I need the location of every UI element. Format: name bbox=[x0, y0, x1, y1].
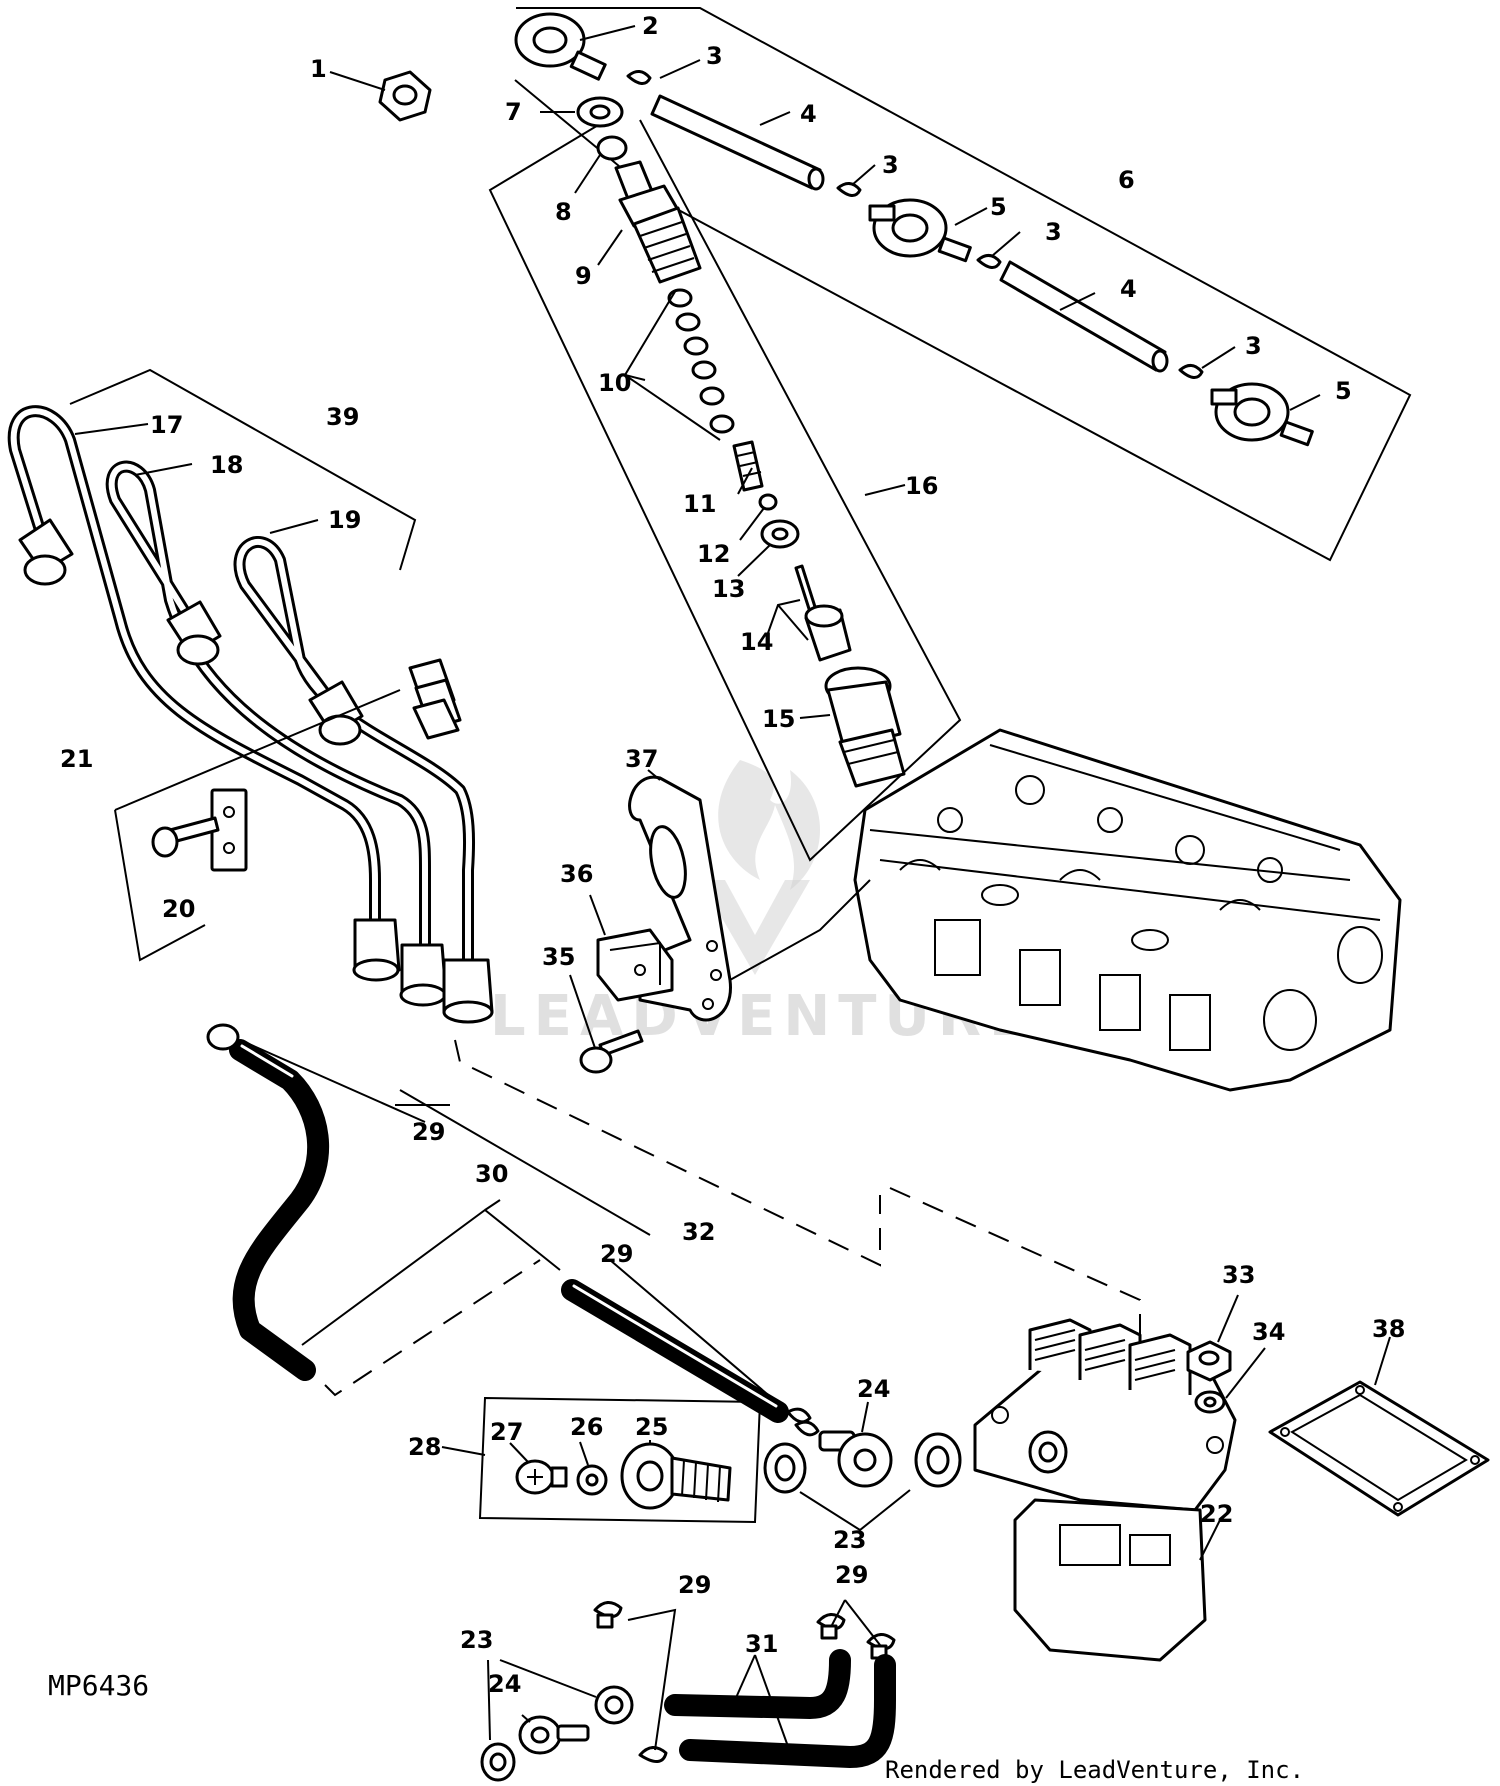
lock-washer-part-34 bbox=[1194, 1390, 1226, 1414]
eye-fitting-part-2 bbox=[514, 12, 607, 81]
callout-22: 22 bbox=[1200, 1500, 1233, 1528]
line-fitting-nuts bbox=[18, 518, 494, 1024]
callout-37: 37 bbox=[625, 745, 658, 773]
injection-line-set bbox=[7, 368, 494, 1024]
callout-38: 38 bbox=[1372, 1315, 1405, 1343]
callout-1: 1 bbox=[310, 55, 327, 83]
callout-33: 33 bbox=[1222, 1261, 1255, 1289]
callout-31: 31 bbox=[745, 1630, 778, 1658]
leak-off-hose-part-4 bbox=[650, 94, 1169, 373]
injection-line-part-17 bbox=[7, 405, 381, 926]
line-clamp-set-part-21 bbox=[114, 658, 462, 962]
callout-4: 4 bbox=[800, 100, 817, 128]
callout-3: 3 bbox=[882, 151, 899, 179]
callout-5: 5 bbox=[1335, 377, 1352, 405]
callout-3: 3 bbox=[1245, 332, 1262, 360]
washer-part-23-lower bbox=[480, 1659, 634, 1782]
callout-29: 29 bbox=[678, 1571, 711, 1599]
fuel-leak-off-line-assembly bbox=[514, 7, 1412, 562]
injection-line-part-19 bbox=[233, 536, 476, 966]
injection-line-part-18 bbox=[105, 460, 431, 951]
callout-36: 36 bbox=[560, 860, 593, 888]
callout-15: 15 bbox=[762, 705, 795, 733]
callout-27: 27 bbox=[490, 1418, 523, 1446]
washer-part-26 bbox=[576, 1464, 608, 1496]
callout-4: 4 bbox=[1120, 275, 1137, 303]
hex-nut-part-1 bbox=[378, 70, 432, 122]
eye-fitting-part-5 bbox=[868, 198, 1314, 447]
bolt-part-20 bbox=[151, 816, 220, 858]
eye-fitting-part-24-lower bbox=[518, 1714, 590, 1755]
callout-20: 20 bbox=[162, 895, 195, 923]
plug-part-27 bbox=[515, 1459, 568, 1495]
callout-19: 19 bbox=[328, 506, 361, 534]
callout-34: 34 bbox=[1252, 1318, 1285, 1346]
callout-5: 5 bbox=[990, 193, 1007, 221]
callout-9: 9 bbox=[575, 262, 592, 290]
callout-16: 16 bbox=[905, 472, 938, 500]
callout-2: 2 bbox=[642, 12, 659, 40]
callout-8: 8 bbox=[555, 198, 572, 226]
callout-29: 29 bbox=[600, 1240, 633, 1268]
alignment-dashed-lines bbox=[324, 1039, 1141, 1397]
render-credit: Rendered by LeadVenture, Inc. bbox=[885, 1756, 1304, 1784]
callout-23: 23 bbox=[833, 1526, 866, 1554]
callout-25: 25 bbox=[635, 1413, 668, 1441]
callout-21: 21 bbox=[60, 745, 93, 773]
washer-part-23-upper bbox=[763, 1432, 962, 1532]
nozzle-valve-part-14 bbox=[794, 564, 852, 662]
hose-clamp-part-3 bbox=[626, 70, 1204, 379]
hose-clamp-top bbox=[206, 1023, 240, 1051]
callout-12: 12 bbox=[697, 540, 730, 568]
banjo-bolt-part-25 bbox=[620, 1442, 732, 1510]
callout-3: 3 bbox=[706, 42, 723, 70]
spring-seat-part-12 bbox=[758, 493, 778, 511]
callout-11: 11 bbox=[683, 490, 716, 518]
fuel-hose-assembly bbox=[206, 1023, 820, 1437]
injection-nozzle-assembly bbox=[488, 96, 962, 862]
callout-30: 30 bbox=[475, 1160, 508, 1188]
spring-part-11 bbox=[732, 440, 764, 492]
callout-leader-lines bbox=[74, 25, 1391, 1561]
fuel-hose-part-31 bbox=[664, 1649, 896, 1768]
callout-24: 24 bbox=[857, 1375, 890, 1403]
callout-labels: 1 2 3 4 3 5 6 3 4 3 5 7 8 9 10 11 12 13 … bbox=[60, 12, 1405, 1698]
callout-18: 18 bbox=[210, 451, 243, 479]
callout-3: 3 bbox=[1045, 218, 1062, 246]
callout-29: 29 bbox=[835, 1561, 868, 1589]
callout-28: 28 bbox=[408, 1433, 441, 1461]
bracket-part-36 bbox=[596, 928, 674, 1002]
bolt-part-35 bbox=[579, 1029, 644, 1074]
callout-6: 6 bbox=[1118, 166, 1135, 194]
callout-24: 24 bbox=[488, 1670, 521, 1698]
callout-17: 17 bbox=[150, 411, 183, 439]
figure-reference-code: MP6436 bbox=[48, 1669, 149, 1702]
nozzle-holder-part-9 bbox=[614, 160, 702, 284]
eye-fitting-part-24-upper bbox=[818, 1430, 893, 1488]
fitting-kit-part-28 bbox=[478, 1396, 762, 1524]
callout-23: 23 bbox=[460, 1626, 493, 1654]
callout-7: 7 bbox=[505, 98, 522, 126]
callout-10: 10 bbox=[598, 369, 631, 397]
gasket-part-38 bbox=[1268, 1380, 1490, 1517]
callout-26: 26 bbox=[570, 1413, 603, 1441]
callout-35: 35 bbox=[542, 943, 575, 971]
callout-29: 29 bbox=[412, 1118, 445, 1146]
hose-clamp-lower bbox=[786, 1407, 812, 1424]
injection-pump-part-22 bbox=[973, 1318, 1237, 1662]
o-ring-part-8 bbox=[596, 135, 628, 161]
cylinder-head bbox=[853, 728, 1402, 1092]
callout-14: 14 bbox=[740, 628, 773, 656]
callout-13: 13 bbox=[712, 575, 745, 603]
callout-39: 39 bbox=[326, 403, 359, 431]
callout-32: 32 bbox=[682, 1218, 715, 1246]
retaining-nut-part-15 bbox=[824, 666, 906, 788]
hex-nut-part-33 bbox=[1186, 1340, 1232, 1382]
